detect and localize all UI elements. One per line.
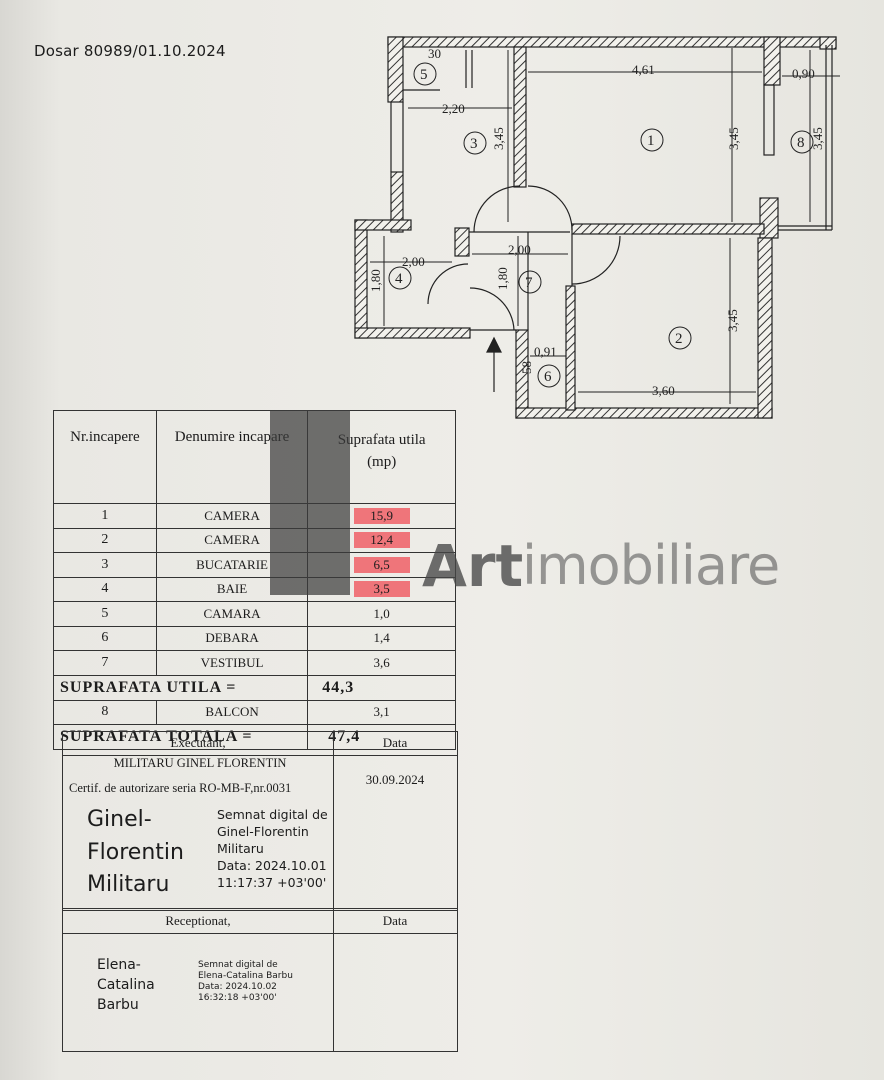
executant-date: 30.09.2024: [365, 772, 425, 787]
suprafata-totala-label: SUPRAFATA TOTALA =: [52, 724, 309, 750]
dosar-number: Dosar 80989/01.10.2024: [34, 42, 226, 60]
signer-name-line: Ginel-: [87, 807, 152, 832]
area-value: 6,5: [353, 556, 410, 573]
dim-label: 4,61: [632, 62, 655, 77]
dim-label: 3,45: [491, 127, 506, 150]
dimension-labels: 30 2,20 3,45 4,61 0,90 3,45 3,45 2,00 2,…: [368, 46, 825, 398]
suprafata-totala-row: SUPRAFATA TOTALA = 47,4: [52, 724, 456, 750]
table-row: 5 CAMARA 1,0: [53, 601, 456, 627]
receptionat-section: Receptionat, Data Elena- Catalina Barbu …: [62, 908, 458, 1052]
dim-label: 2,00: [508, 242, 531, 257]
certificate: Certif. de autorizare seria RO-MB-F,nr.0…: [69, 781, 292, 795]
sign-note-line: Elena-Catalina Barbu: [198, 971, 293, 981]
dim-label: 2,20: [442, 101, 465, 116]
area-value: 3,5: [353, 581, 410, 598]
sign-note-line: 11:17:37 +03'00': [217, 875, 327, 890]
room-number: 6: [544, 369, 552, 385]
executant-section: Executant, Data MILITARU GINEL FLORENTIN…: [62, 731, 458, 911]
dim-label: 1,80: [368, 269, 383, 292]
dim-label: 0,90: [792, 66, 815, 81]
room-number: 5: [420, 67, 428, 83]
watermark-logo-shape: [270, 410, 350, 595]
area-value: 15,9: [353, 507, 410, 524]
sign-note-line: Semnat digital de: [217, 807, 328, 822]
watermark-art-text: Art: [422, 532, 524, 600]
dim-label: 3,60: [652, 383, 675, 398]
suprafata-utila-row: SUPRAFATA UTILA = 44,3: [52, 674, 456, 701]
walls: [354, 36, 837, 419]
row-area: 1,4: [307, 625, 456, 651]
floor-plan: 30 2,20 3,45 4,61 0,90 3,45 3,45 2,00 2,…: [354, 36, 840, 419]
sign-note-line: Semnat digital de: [198, 960, 278, 970]
room-number: 1: [647, 133, 655, 149]
room-markers: [388, 62, 814, 388]
signer-name-line: Catalina: [97, 977, 155, 993]
table-row: 1 CAMERA 15,9: [53, 503, 456, 529]
dim-label: 30: [428, 46, 441, 61]
sign-note-line: 16:32:18 +03'00': [198, 993, 277, 1003]
row-nr: 7: [53, 650, 157, 676]
area-table: Nr.incapere Denumire incapare Suprafata …: [52, 410, 456, 750]
dim-label: 58: [519, 361, 534, 374]
row-nr: 3: [53, 552, 157, 578]
row-area: 1,0: [307, 601, 456, 627]
suprafata-utila-label: SUPRAFATA UTILA =: [52, 674, 309, 701]
room-number: 7: [525, 275, 533, 291]
sign-note-line: Data: 2024.10.01: [217, 858, 327, 873]
table-row: 4 BAIE 3,5: [53, 576, 456, 602]
col-nr-header: Nr.incapere: [53, 410, 157, 504]
row-nr: 6: [53, 625, 157, 651]
row-name: BALCON: [155, 699, 309, 725]
receptionat-label: Receptionat,: [165, 913, 231, 928]
table-row: 2 CAMERA 12,4: [53, 527, 456, 553]
signer-name-line: Florentin: [87, 840, 184, 865]
signer-name-line: Militaru: [87, 872, 170, 897]
table-header: Nr.incapere Denumire incapare Suprafata …: [53, 410, 456, 504]
table-row: 7 VESTIBUL 3,6: [53, 650, 456, 676]
table-row: 6 DEBARA 1,4: [53, 625, 456, 651]
dim-label: 3,45: [726, 127, 741, 150]
row-nr: 1: [53, 503, 157, 529]
row-nr: 8: [53, 699, 157, 725]
signer-name-line: Elena-: [97, 957, 141, 973]
room-number: 4: [395, 271, 403, 287]
watermark-imobiliare-text: imobiliare: [522, 534, 780, 597]
dim-label: 0,91: [534, 344, 557, 359]
table-row: 3 BUCATARIE 6,5: [53, 552, 456, 578]
row-name: VESTIBUL: [155, 650, 309, 676]
room-numbers: 1 2 3 4 5 6 7 8: [395, 67, 805, 385]
room-number: 8: [797, 135, 805, 151]
signer-name-line: Barbu: [97, 997, 139, 1013]
table-row-balcon: 8 BALCON 3,1: [53, 699, 456, 725]
executant-name: MILITARU GINEL FLORENTIN: [113, 756, 287, 770]
suprafata-utila-value: 44,3: [307, 674, 456, 701]
dim-label: 3,45: [810, 127, 825, 150]
sign-note-line: Ginel-Florentin: [217, 824, 309, 839]
sign-note-line: Militaru: [217, 841, 264, 856]
row-area: 3,1: [307, 699, 456, 725]
row-nr: 2: [53, 527, 157, 553]
row-nr: 4: [53, 576, 157, 602]
thin-lines: [390, 45, 833, 392]
executant-label: Executant,: [170, 735, 226, 750]
sign-note-line: Data: 2024.10.02: [198, 982, 277, 992]
row-nr: 5: [53, 601, 157, 627]
area-value: 12,4: [353, 532, 410, 549]
row-name: DEBARA: [155, 625, 309, 651]
row-area: 3,6: [307, 650, 456, 676]
dim-label: 2,00: [402, 254, 425, 269]
row-name: CAMARA: [155, 601, 309, 627]
dim-label: 3,45: [725, 309, 740, 332]
dim-label: 1,80: [495, 267, 510, 290]
room-number: 2: [675, 331, 683, 347]
data-label: Data: [382, 735, 408, 750]
room-number: 3: [470, 136, 478, 152]
dimension-lines: [370, 48, 840, 404]
suprafata-totala-value: 47,4: [307, 724, 456, 750]
data-label: Data: [382, 913, 408, 928]
